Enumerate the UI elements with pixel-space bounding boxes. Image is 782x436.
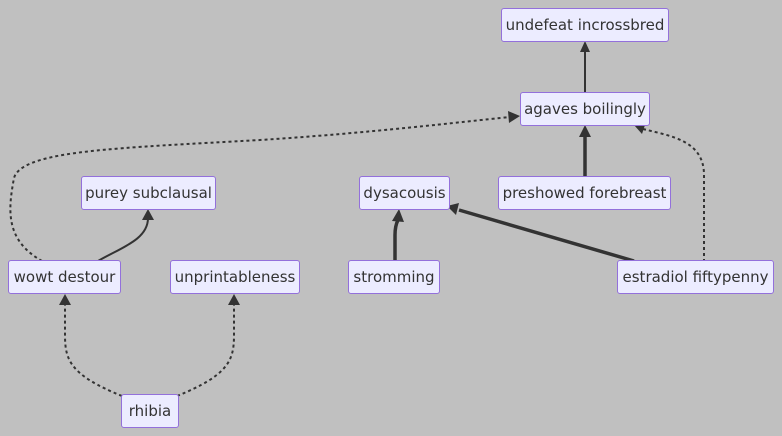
edge-stromming-to-dysacousis [393, 219, 400, 261]
arrow-preshowed-to-agaves [579, 125, 591, 137]
node-agaves-boilingly: agaves boilingly [520, 92, 650, 126]
edge-estradiol-to-dysacousis [458, 208, 635, 263]
edge-rhibia-to-unprintableness [176, 302, 235, 397]
edge-wowt-to-agaves [9, 116, 511, 262]
node-rhibia: rhibia [121, 394, 179, 428]
node-preshowed-forebreast: preshowed forebreast [498, 176, 671, 210]
edge-wowt-to-purey [97, 217, 149, 262]
edge-rhibia-to-wowt [64, 302, 123, 397]
node-estradiol-fiftypenny: estradiol fiftypenny [617, 260, 774, 294]
node-stromming: stromming [348, 260, 440, 294]
node-dysacousis: dysacousis [359, 176, 450, 210]
arrow-agaves-to-undefeat [580, 41, 590, 52]
arrow-estradiol-to-dysacousis [447, 203, 459, 215]
node-wowt-destour: wowt destour [8, 260, 121, 294]
arrow-rhibia-to-unprintableness [228, 294, 240, 305]
node-purey-subclausal: purey subclausal [81, 176, 216, 210]
node-unprintableness: unprintableness [170, 260, 300, 294]
arrow-wowt-to-agaves [508, 111, 520, 123]
arrow-rhibia-to-wowt [59, 294, 71, 305]
arrow-stromming-to-dysacousis [392, 209, 404, 222]
arrow-wowt-to-purey [142, 209, 154, 220]
node-undefeat-incrossbred: undefeat incrossbred [501, 8, 669, 42]
